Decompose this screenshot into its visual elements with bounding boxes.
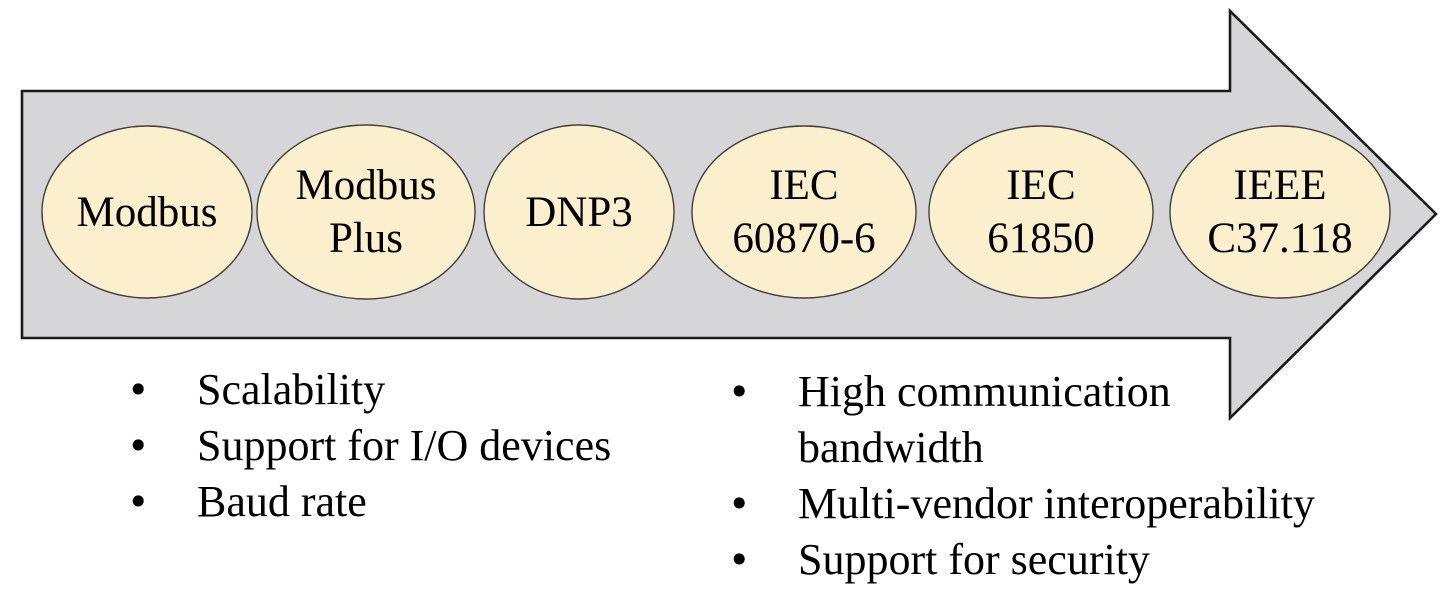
protocol-ellipse-modbus	[41, 125, 253, 299]
modern-features-list: • High communication bandwidth • Multi-v…	[726, 364, 1366, 588]
list-item-label: Multi-vendor interoperability	[798, 479, 1315, 528]
protocol-ellipse-iec-61850	[928, 125, 1154, 299]
protocol-ellipse-iec-60870-6	[691, 125, 917, 299]
list-item: • Scalability	[125, 362, 685, 418]
bullet-icon: •	[127, 424, 150, 468]
list-item: • Support for I/O devices	[125, 418, 685, 474]
protocol-ellipse-dnp3	[483, 124, 675, 300]
bullet-icon: •	[127, 480, 150, 524]
bullet-icon: •	[728, 482, 751, 526]
list-item-label: Support for security	[798, 535, 1150, 584]
list-item: • Support for security	[726, 532, 1366, 588]
list-item-label: Baud rate	[197, 477, 367, 526]
list-item-label: Support for I/O devices	[197, 421, 612, 470]
list-item: • Baud rate	[125, 474, 685, 530]
protocol-ellipse-modbus-plus	[256, 124, 476, 300]
legacy-features-list: • Scalability • Support for I/O devices …	[125, 362, 685, 530]
list-item: • Multi-vendor interoperability	[726, 476, 1366, 532]
protocol-ellipse-ieee-c37-118	[1169, 125, 1391, 299]
list-item: • High communication bandwidth	[726, 364, 1366, 476]
bullet-icon: •	[728, 370, 751, 414]
bullet-icon: •	[127, 368, 150, 412]
list-item-label: High communication bandwidth	[798, 367, 1171, 472]
bullet-icon: •	[728, 538, 751, 582]
list-item-label: Scalability	[197, 365, 386, 414]
